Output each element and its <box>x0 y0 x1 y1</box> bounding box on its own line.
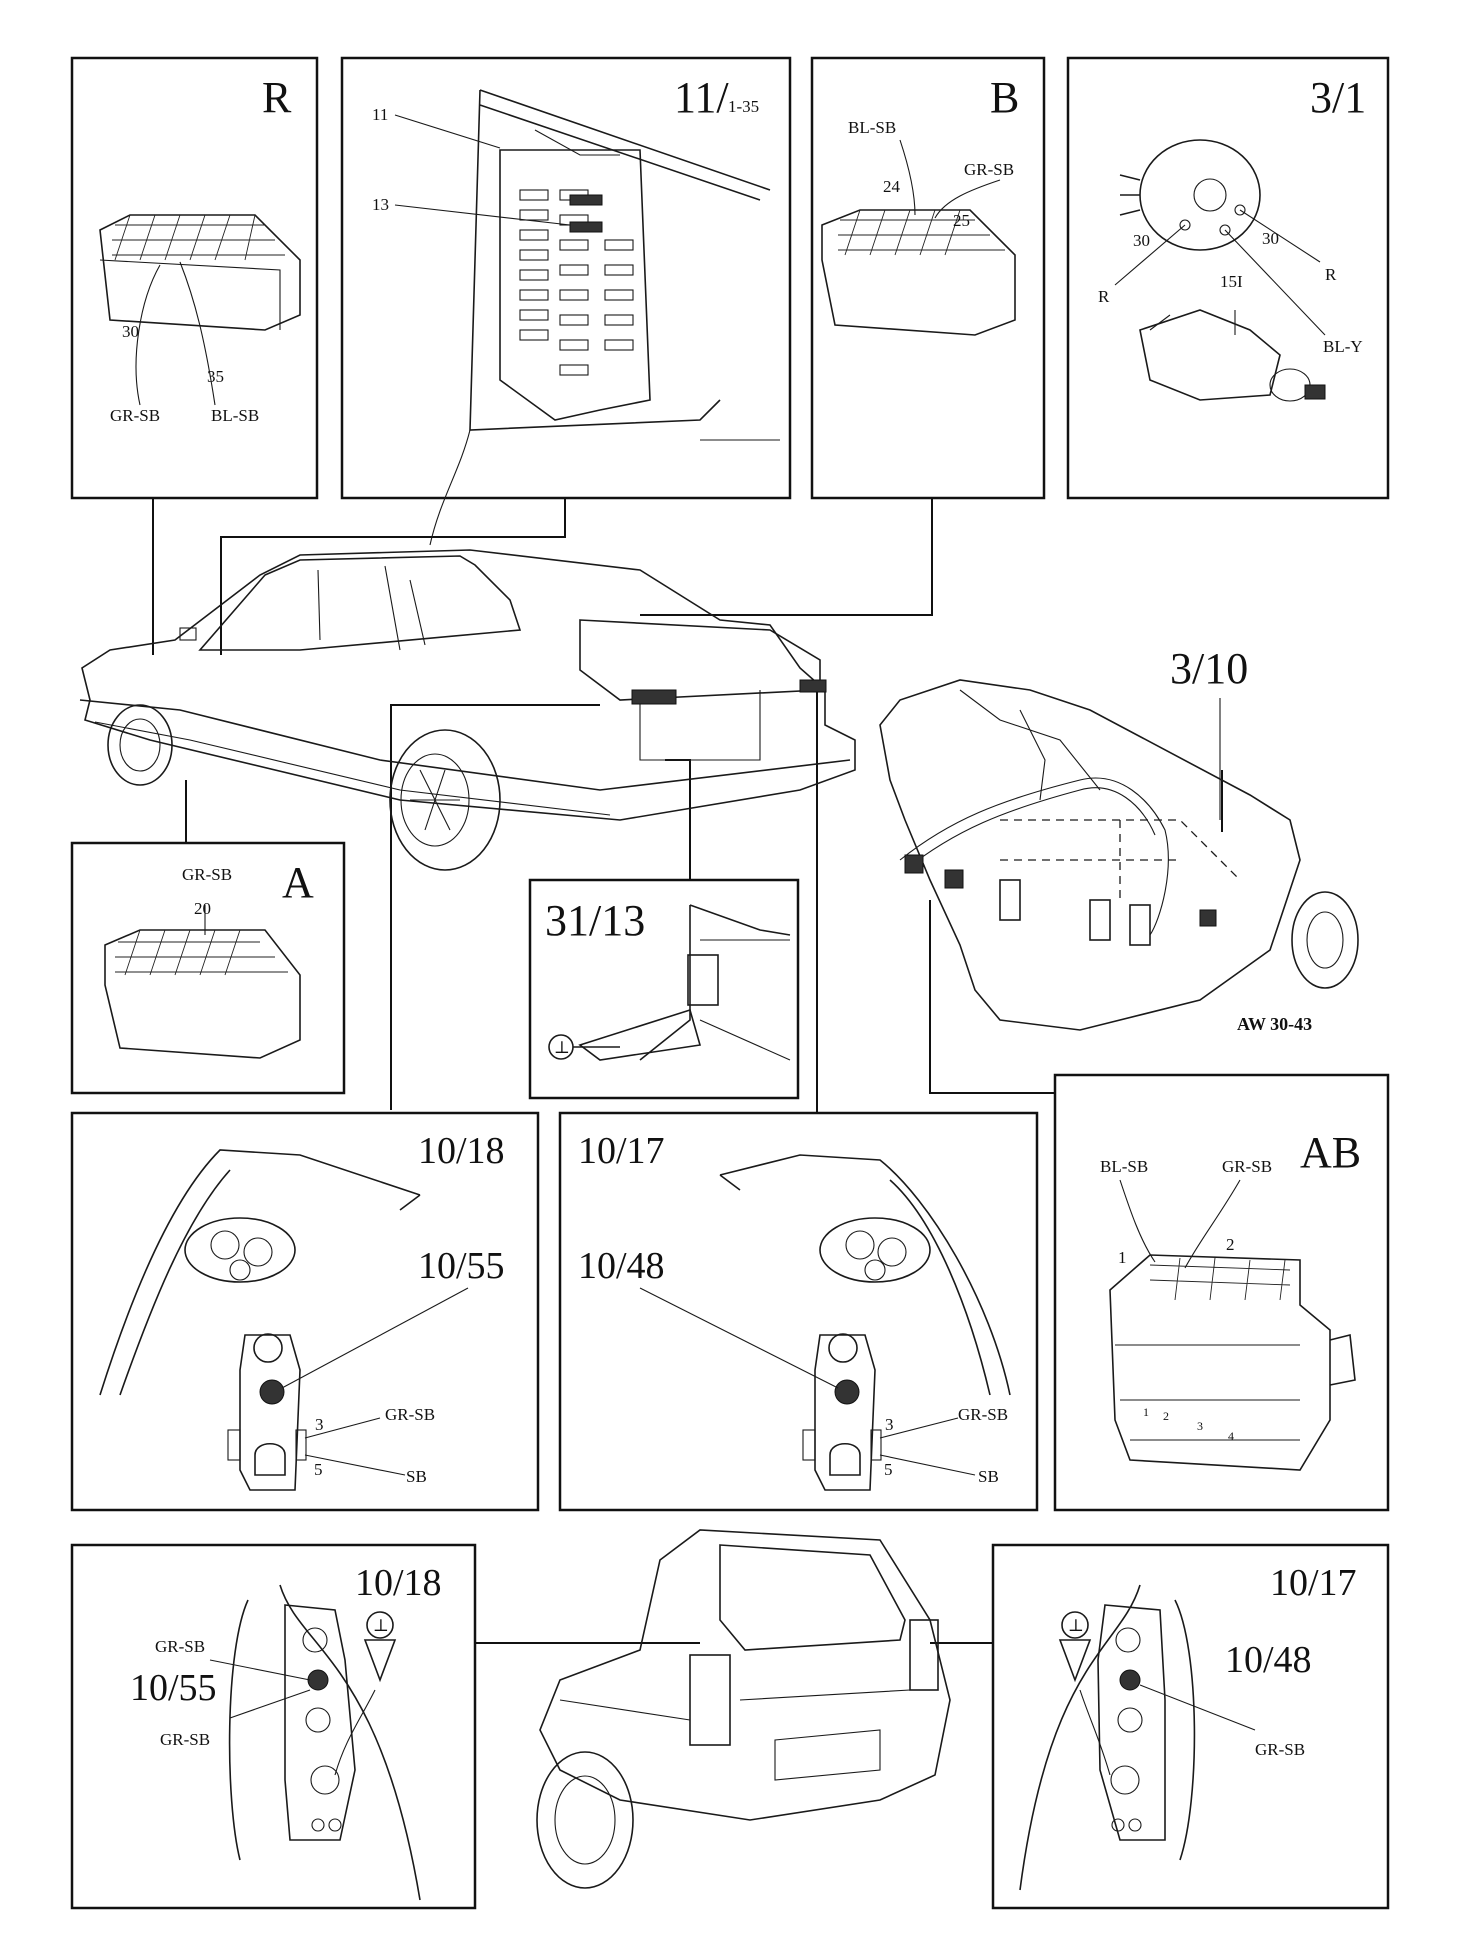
panel-wagon-left-title: 10/18 <box>355 1562 442 1604</box>
connector-R-body <box>99 214 301 331</box>
pin-label-30: 30 <box>1133 231 1150 250</box>
part-label-10-48: 10/48 <box>1225 1639 1312 1681</box>
ground-marker <box>363 1639 397 1683</box>
tail-lamp-housing <box>284 1604 356 1841</box>
pin-number: 4 <box>1228 1429 1234 1443</box>
panel-AB-title: AB <box>1300 1128 1361 1177</box>
fuse-label-11: 11 <box>372 105 388 124</box>
wire-label-gr-sb: GR-SB <box>1222 1157 1272 1176</box>
lamp-housing <box>819 1217 931 1283</box>
connector-AB-body <box>1109 1254 1331 1471</box>
transmission-illustration <box>879 679 1359 1031</box>
panel-B: B BL-SB GR-SB 24 25 <box>810 56 1046 500</box>
transmission-caption: AW 30-43 <box>1237 1014 1312 1034</box>
panel-ground-point: 31/13 ⊥ <box>528 878 800 1100</box>
bulb-holder <box>239 1334 301 1491</box>
tail-lamp-housing <box>1097 1604 1166 1841</box>
sedan-car-illustration <box>79 549 856 871</box>
panel-wagon-left-lamp: 10/18 10/55 ⊥ GR-SB GR-SB <box>70 1543 477 1910</box>
pin-label-30: 30 <box>1262 229 1279 248</box>
wire-label-r: R <box>1098 287 1110 306</box>
lamp-housing <box>184 1217 296 1283</box>
part-label-10-55: 10/55 <box>418 1245 505 1287</box>
panel-ground-title: 31/13 <box>545 896 645 945</box>
panel-left-rear-title: 10/18 <box>418 1130 505 1172</box>
wire-label-gr-sb: GR-SB <box>1255 1740 1305 1759</box>
connector-A-body <box>104 929 301 1059</box>
wagon-car-illustration <box>536 1529 951 1889</box>
pin-number: 2 <box>1163 1409 1169 1423</box>
pin-label-35: 35 <box>207 367 224 386</box>
pin-label-25: 25 <box>953 211 970 230</box>
bulb-10-48 <box>1119 1669 1141 1691</box>
transmission-title: 3/10 <box>1170 644 1248 693</box>
wire-label-bl-y: BL-Y <box>1323 337 1363 356</box>
bulb-10-55 <box>259 1379 285 1405</box>
pin-label-15i: 15I <box>1220 272 1243 291</box>
wire-label-bl-sb: BL-SB <box>211 406 259 425</box>
pin-label-2: 2 <box>1226 1235 1235 1254</box>
pin-label-5: 5 <box>314 1460 323 1479</box>
panel-fuse-title: 11/ <box>674 73 729 122</box>
pin-label-3: 3 <box>885 1415 894 1434</box>
panel-right-rear-lamp: 10/17 10/48 3 5 GR-SB SB <box>558 1111 1039 1512</box>
bulb-10-55 <box>307 1669 329 1691</box>
pin-label-3: 3 <box>315 1415 324 1434</box>
wire-label-bl-sb: BL-SB <box>848 118 896 137</box>
connector-B-body <box>821 209 1016 336</box>
panel-R: R 30 35 GR-SB BL-SB <box>70 56 319 500</box>
pin-number: 1 <box>1143 1405 1149 1419</box>
fuse-rows <box>519 189 634 376</box>
panel-ignition-title: 3/1 <box>1310 73 1366 122</box>
panel-left-rear-lamp: 10/18 10/55 3 5 GR-SB SB <box>70 1111 540 1512</box>
ground-symbol: ⊥ <box>1068 1616 1084 1635</box>
panel-B-title: B <box>990 73 1019 122</box>
ground-symbol: ⊥ <box>373 1616 389 1635</box>
wire-label-gr-sb: GR-SB <box>155 1637 205 1656</box>
pin-number: 3 <box>1197 1419 1203 1433</box>
fuse-label-13: 13 <box>372 195 389 214</box>
wire-label-sb: SB <box>978 1467 999 1486</box>
bulb-holder <box>814 1334 876 1491</box>
part-label-10-48: 10/48 <box>578 1245 665 1287</box>
wire-label-gr-sb: GR-SB <box>160 1730 210 1749</box>
ground-icon <box>1061 1611 1089 1639</box>
wire-label-gr-sb: GR-SB <box>110 406 160 425</box>
panel-A: A GR-SB 20 <box>70 841 346 1095</box>
pin-label-1: 1 <box>1118 1248 1127 1267</box>
bulb-10-48 <box>834 1379 860 1405</box>
panel-ignition: 3/1 30 30 15I R R BL-Y <box>1066 56 1390 500</box>
ground-marker <box>1058 1639 1092 1683</box>
panel-wagon-right-lamp: 10/17 10/48 ⊥ GR-SB <box>991 1543 1390 1910</box>
wire-label-gr-sb: GR-SB <box>385 1405 435 1424</box>
pin-label-30: 30 <box>122 322 139 341</box>
wire-label-sb: SB <box>406 1467 427 1486</box>
fuse-box-body <box>499 149 651 421</box>
ground-symbol: ⊥ <box>554 1038 570 1057</box>
panel-R-title: R <box>262 73 292 122</box>
wire-label-bl-sb: BL-SB <box>1100 1157 1148 1176</box>
pin-label-24: 24 <box>883 177 901 196</box>
part-label-10-55: 10/55 <box>130 1667 217 1709</box>
pin-label-5: 5 <box>884 1460 893 1479</box>
panel-AB: AB BL-SB GR-SB 1 2 1 2 3 4 <box>1053 1073 1390 1512</box>
panel-right-rear-title: 10/17 <box>578 1130 665 1172</box>
wire-label-r: R <box>1325 265 1337 284</box>
panel-fuse-subtitle: 1-35 <box>728 97 759 116</box>
wire-label-gr-sb: GR-SB <box>182 865 232 884</box>
wire-label-gr-sb: GR-SB <box>958 1405 1008 1424</box>
panel-fuse-box: 11/ 1-35 11 13 <box>340 56 792 546</box>
panel-wagon-right-title: 10/17 <box>1270 1562 1357 1604</box>
pin-label-20: 20 <box>194 899 211 918</box>
wire-label-gr-sb: GR-SB <box>964 160 1014 179</box>
ground-icon <box>366 1611 394 1639</box>
ground-bracket <box>687 954 719 1006</box>
panel-A-title: A <box>282 858 314 907</box>
